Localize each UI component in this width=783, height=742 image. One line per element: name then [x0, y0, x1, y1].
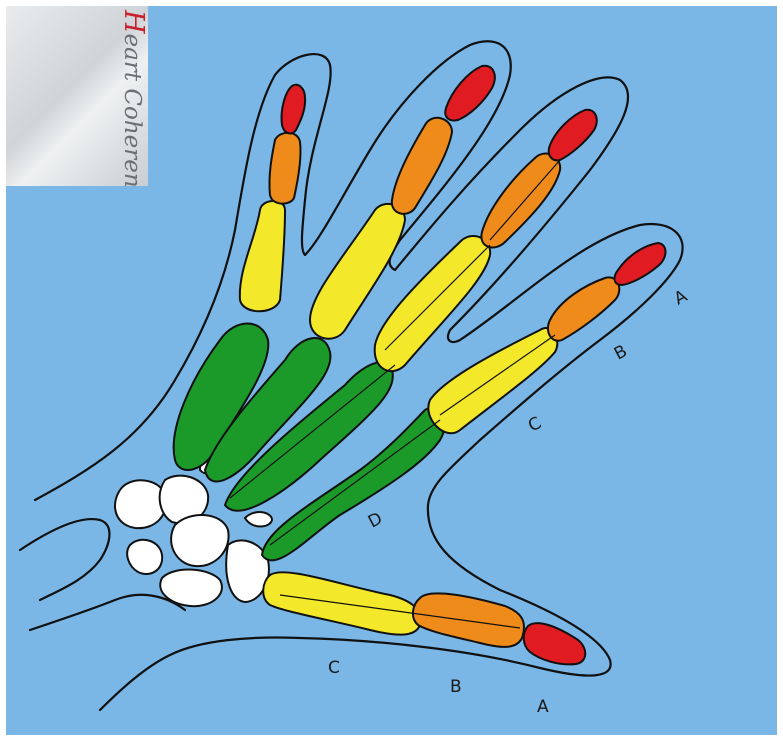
label-thumb-b: B	[450, 677, 462, 697]
label-finger-b: B	[611, 341, 631, 364]
proximal-phalanx	[428, 328, 557, 433]
distal-phalanx	[524, 623, 586, 664]
label-palm-d: D	[365, 509, 386, 533]
middle-phalanx	[548, 277, 619, 340]
label-thumb-c: C	[328, 658, 340, 678]
carpal-bone	[245, 512, 272, 526]
distal-phalanx	[282, 85, 306, 134]
label-finger-c: C	[525, 413, 545, 436]
middle-phalanx	[392, 118, 452, 214]
heart-coherence-logo: Heart Coherence	[6, 6, 148, 186]
label-finger-a: A	[671, 286, 691, 309]
carpal-bone	[127, 540, 162, 574]
carpal-bone	[171, 515, 229, 566]
label-thumb-a: A	[537, 697, 549, 717]
logo-text: Heart Coherence	[118, 10, 148, 186]
proximal-phalanx	[240, 201, 285, 311]
carpal-bone	[115, 480, 166, 528]
distal-phalanx	[549, 110, 597, 161]
distal-phalanx	[445, 66, 494, 121]
middle-phalanx	[413, 593, 524, 647]
distal-phalanx	[615, 243, 666, 285]
middle-phalanx	[269, 133, 300, 204]
middle-phalanx	[481, 154, 560, 248]
